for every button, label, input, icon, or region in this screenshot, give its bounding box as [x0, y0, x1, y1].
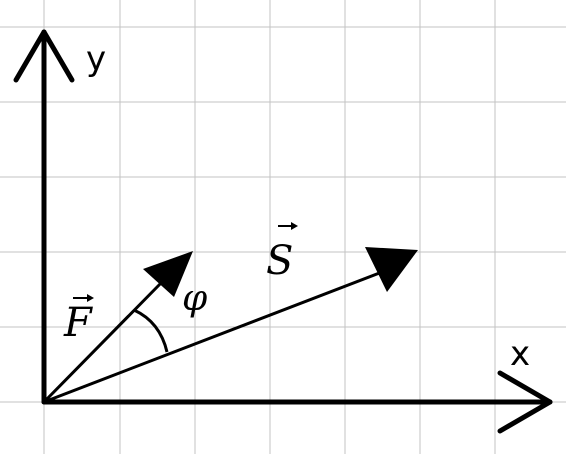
force-label: F: [63, 294, 94, 346]
angle-label: φ: [182, 278, 208, 319]
force-vector: [42, 251, 193, 404]
displacement-vector-arrowhead: [365, 247, 418, 292]
y-axis-label: y: [86, 39, 106, 79]
displacement-label-text: S: [266, 238, 293, 284]
x-axis-arrowhead: [497, 370, 553, 434]
angle-arc: [133, 308, 169, 353]
y-axis-arrowhead: [13, 29, 75, 83]
axes: [13, 29, 553, 434]
displacement-vector-shaft: [43, 270, 383, 404]
displacement-label: S: [266, 222, 298, 284]
force-vector-shaft: [42, 280, 164, 404]
displacement-vector: [43, 247, 418, 404]
force-label-arrow-head: [87, 294, 94, 302]
force-vector-arrowhead: [143, 251, 193, 297]
displacement-label-arrow-head: [291, 222, 298, 230]
x-axis-label: x: [510, 334, 530, 374]
force-label-text: F: [63, 300, 93, 346]
